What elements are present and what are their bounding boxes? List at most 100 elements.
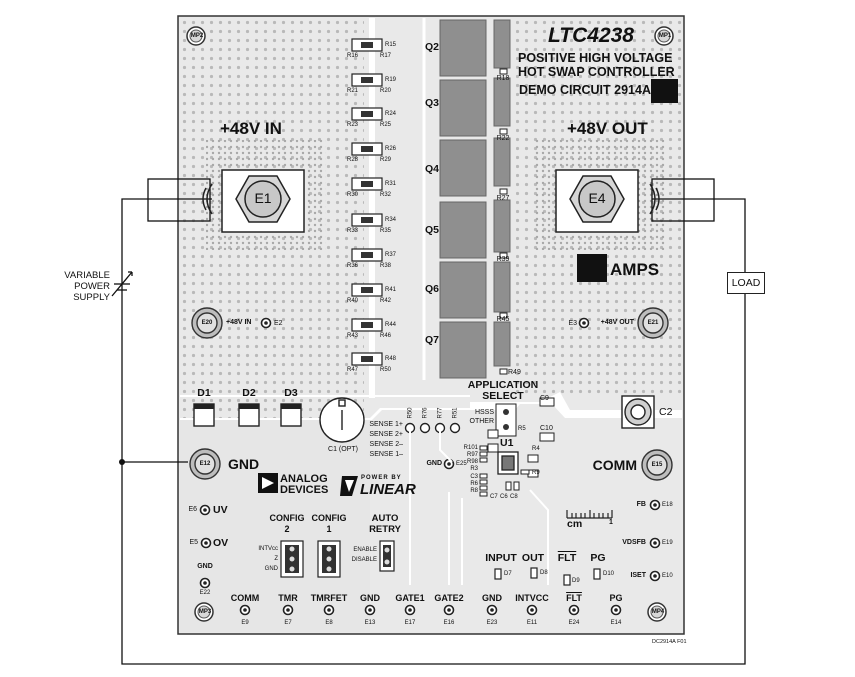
config-row-label: GND [264, 566, 278, 572]
load-label: LOAD [731, 277, 761, 289]
capacitor-c2-label: C2 [659, 406, 673, 418]
demo-suffix-box [651, 79, 678, 103]
pad-e10-ref: E10 [662, 573, 673, 579]
terminal-e1-label: E1 [254, 190, 272, 206]
resistor-label: R17 [380, 53, 392, 59]
bottom-pad-ref: E14 [610, 620, 622, 626]
pad-e6-ref: E6 [188, 506, 197, 513]
pad-e20-label: +48V IN [226, 319, 252, 326]
bottom-pad-ref: E7 [284, 620, 292, 626]
pad-e22-ref: E22 [199, 590, 211, 596]
select-option-other: OTHER [469, 418, 495, 425]
mosfet-q6-label: Q6 [425, 283, 440, 295]
linear-logo-mark [340, 476, 358, 496]
pad-uv-label: UV [213, 504, 228, 516]
pad-e22-label: GND [197, 563, 213, 570]
mounting-hole-label: MP3 [198, 609, 212, 615]
amps-label: AMPS [610, 260, 660, 279]
column-resistor-label: R18 [496, 75, 510, 82]
pad-e5-ref: E5 [189, 539, 198, 546]
sense-ref-label: R51 [452, 407, 459, 419]
resistor-label: R37 [385, 252, 397, 258]
sense-pin-label: SENSE 2+ [369, 431, 403, 438]
u1-part-label: R6 [470, 481, 478, 487]
external-wiring [121, 178, 746, 665]
powered-by-label: POWER BY [361, 475, 402, 481]
led-d9-ref: D9 [572, 578, 580, 584]
column-resistor-label: R45 [496, 316, 510, 323]
mounting-hole-mp2 [186, 26, 206, 46]
sense-ref-label: R50 [407, 407, 414, 419]
column-resistor-label: R27 [496, 195, 510, 202]
resistor-label: R21 [346, 88, 358, 94]
diode-d2-label: D2 [242, 387, 256, 399]
adi-logo-line2: DEVICES [280, 484, 329, 496]
pad-e21-drawing [637, 307, 669, 339]
bottom-pad-ref: E13 [364, 620, 376, 626]
figure-code: DC2914A F01 [652, 639, 687, 645]
mosfet-q4-label: Q4 [425, 163, 440, 175]
resistor-label: R41 [385, 287, 397, 293]
resistor-label: R19 [385, 77, 397, 83]
adi-logo-mark [258, 473, 278, 493]
pad-e15-label: COMM [592, 457, 637, 473]
bottom-pad-label: GATE1 [395, 593, 425, 603]
resistor-label: R26 [385, 146, 397, 152]
scale-value: 1 [609, 519, 613, 526]
u1-part-label: R3 [470, 466, 478, 472]
mosfet-q2-label: Q2 [425, 41, 440, 53]
resistor-label: R29 [380, 157, 392, 163]
config-row-label: Z [274, 556, 278, 562]
auto-retry-label: AUTO [371, 513, 399, 524]
bottom-pad-ref: E16 [443, 620, 455, 626]
mosfet-pads [439, 19, 511, 379]
resistor-label: R23 [346, 122, 358, 128]
application-select-label-2: SELECT [482, 390, 524, 402]
led-d8-ref: D8 [540, 570, 548, 576]
auto-retry-label-2: RETRY [369, 524, 401, 535]
config2-number: 2 [284, 524, 290, 534]
u1-part-label: R98 [466, 459, 478, 465]
resistor-label: R34 [385, 217, 397, 223]
resistor-label: R50 [380, 367, 392, 373]
scale-bar [566, 510, 613, 519]
resistor-label: R28 [346, 157, 358, 163]
capacitor-c1-label: C1 (OPT) [328, 446, 358, 453]
capacitor-c10-label: C10 [540, 425, 553, 432]
linear-logo-text: LINEAR [360, 481, 416, 498]
diode-d3-label: D3 [284, 387, 298, 399]
resistor-label: R25 [380, 122, 392, 128]
resistor-label: R24 [385, 111, 397, 117]
bottom-pad-ref: E11 [526, 620, 538, 626]
resistor-label: R33 [346, 228, 358, 234]
title-line1: POSITIVE HIGH VOLTAGE [518, 51, 673, 65]
pad-e3-ref: E3 [568, 320, 577, 327]
resistor-label: R30 [346, 192, 358, 198]
bottom-pad-label: INTVCC [515, 593, 549, 603]
resistor-label: R42 [380, 298, 392, 304]
mounting-hole-label: MP1 [658, 33, 672, 39]
mounting-hole-mp4 [647, 602, 667, 622]
application-select-label: APPLICATION [467, 379, 539, 391]
capacitor-c9-label: C9 [540, 395, 549, 402]
input-voltage-label: +48V IN [220, 119, 282, 138]
pad-e15-drawing [641, 449, 673, 481]
title-line2: HOT SWAP CONTROLLER [518, 65, 675, 79]
resistor-label: R15 [385, 42, 397, 48]
u1-part-label: C7 [490, 494, 498, 500]
mounting-hole-label: MP2 [190, 33, 204, 39]
pad-e18-ref: E18 [662, 502, 673, 508]
sense-pin-label: SENSE 2– [369, 441, 403, 448]
adi-logo-line1: ANALOG [280, 473, 328, 485]
mid-gnd-label: GND [426, 460, 442, 467]
output-voltage-label: +48V OUT [567, 119, 648, 138]
config2-label: CONFIG [269, 513, 305, 523]
pad-e12-label: GND [228, 456, 260, 472]
mounting-hole-mp3 [194, 602, 214, 622]
diode-d1-label: D1 [197, 387, 211, 399]
select-option-hsss: HSSS [474, 409, 494, 416]
config-row-label: INTVcc [258, 546, 278, 552]
u1-part-label: R5 [518, 426, 526, 432]
sense-pin-label: SENSE 1– [369, 451, 403, 458]
